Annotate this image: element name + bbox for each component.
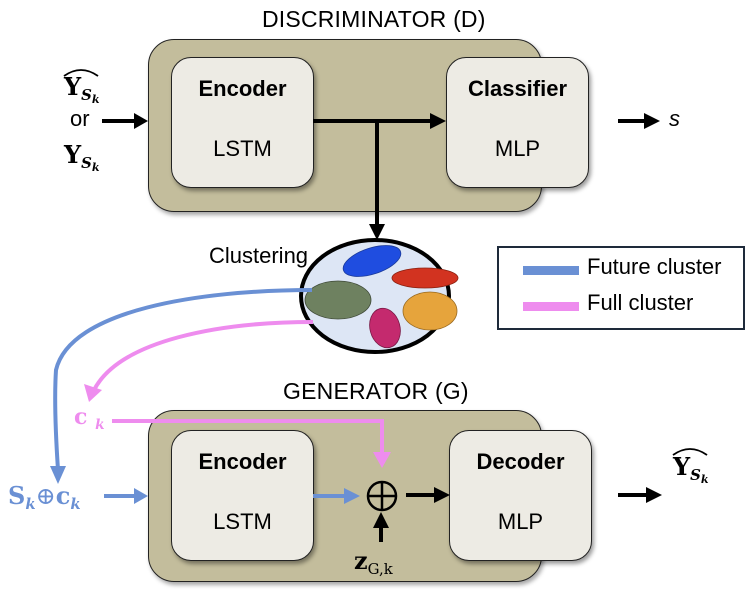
discriminator-encoder-type: LSTM bbox=[213, 136, 272, 161]
ck-to-combiner-arrow bbox=[112, 419, 391, 468]
legend-swatch-future bbox=[523, 266, 579, 275]
legend-label-future: Future cluster bbox=[587, 254, 722, 279]
classifier-output-arrow bbox=[618, 113, 660, 129]
discriminator-input-arrow bbox=[102, 113, 148, 129]
cluster-magenta bbox=[369, 307, 401, 349]
combiner-to-decoder-arrow bbox=[406, 487, 450, 503]
encoder-to-classifier-arrow bbox=[313, 113, 446, 129]
generator-output-label: YSk bbox=[673, 452, 709, 486]
cluster-red bbox=[391, 267, 459, 289]
cluster-blue bbox=[342, 245, 402, 277]
discriminator-encoder-heading: Encoder bbox=[198, 76, 287, 101]
discriminator-title: DISCRIMINATOR (D) bbox=[262, 6, 486, 32]
legend-label-full: Full cluster bbox=[587, 290, 694, 315]
encoder-to-clustering-arrow bbox=[369, 121, 385, 240]
discriminator-input-or: or bbox=[70, 106, 90, 131]
noise-label: zG,k bbox=[354, 546, 393, 579]
cluster-orange bbox=[402, 291, 458, 331]
discriminator-classifier-box: Classifier MLP bbox=[446, 57, 589, 188]
encoder-to-combiner-arrow bbox=[313, 488, 360, 504]
combine-operator-icon bbox=[366, 480, 398, 512]
generator-decoder-box: Decoder MLP bbox=[449, 430, 592, 561]
generator-encoder-heading: Encoder bbox=[198, 449, 287, 474]
hat-top-input bbox=[63, 69, 99, 77]
cluster-condition-label: c k bbox=[74, 404, 105, 433]
discriminator-classifier-type: MLP bbox=[494, 136, 541, 161]
generator-decoder-type: MLP bbox=[497, 509, 544, 534]
noise-to-combiner-arrow bbox=[373, 512, 389, 542]
legend-swatch-full bbox=[523, 302, 579, 311]
discriminator-input-generated: YSk bbox=[64, 72, 100, 106]
cluster-green bbox=[304, 280, 372, 320]
legend: Future cluster Full cluster bbox=[497, 246, 745, 330]
generator-input-arrow bbox=[104, 488, 148, 504]
generator-encoder-type: LSTM bbox=[213, 509, 272, 534]
discriminator-input-real: YSk bbox=[64, 140, 100, 174]
full-cluster-curve bbox=[84, 320, 314, 402]
discriminator-classifier-heading: Classifier bbox=[467, 76, 568, 101]
decoder-output-arrow bbox=[618, 487, 662, 503]
future-cluster-curve bbox=[50, 288, 313, 484]
clustering-space bbox=[299, 238, 459, 354]
hat-output bbox=[672, 448, 708, 456]
generator-decoder-heading: Decoder bbox=[476, 449, 565, 474]
discriminator-output-score: s bbox=[669, 106, 680, 131]
generator-title: GENERATOR (G) bbox=[283, 378, 469, 404]
clustering-label: Clustering bbox=[209, 243, 309, 268]
generator-input-label: Sk⊕ck bbox=[8, 481, 81, 514]
